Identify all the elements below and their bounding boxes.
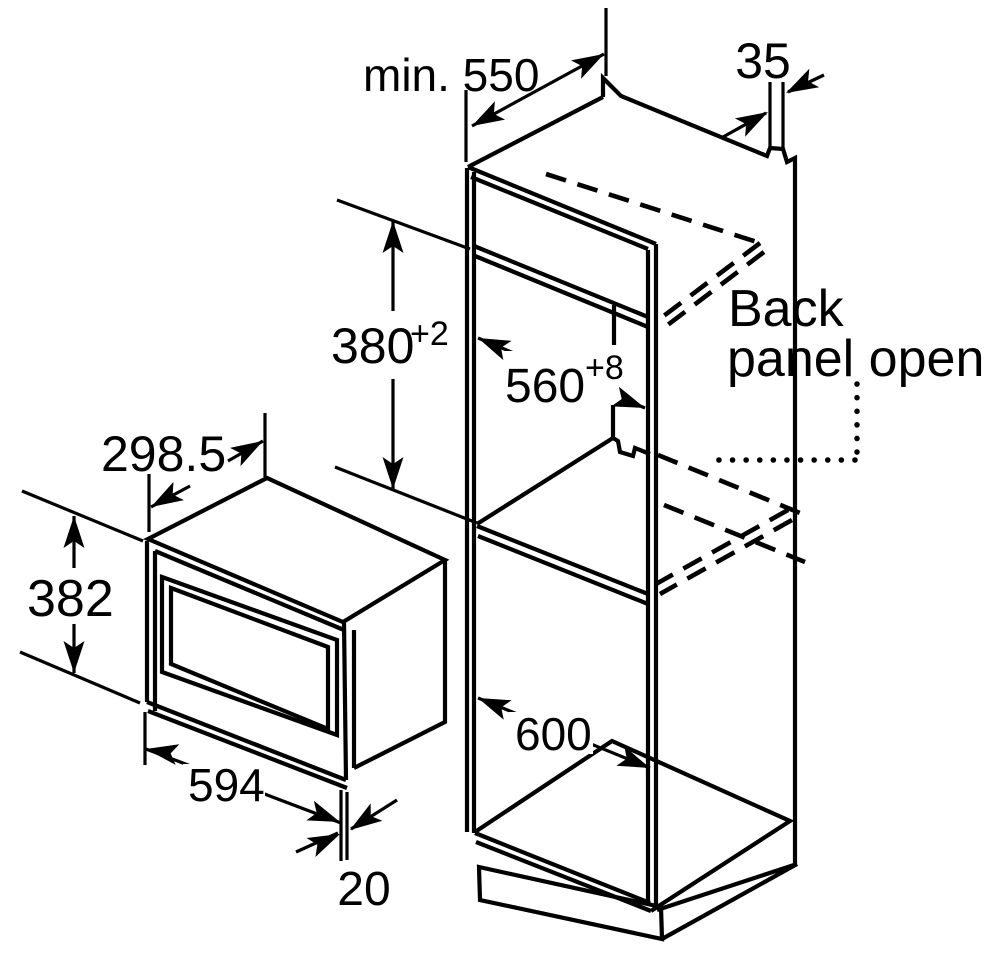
- label-niche-height: 380: [331, 318, 414, 374]
- niche-ceiling-front-edge-lower: [474, 254, 649, 329]
- arrow-35-right: [786, 68, 820, 93]
- label-niche-width: 560: [505, 360, 585, 413]
- dimension-labels: min. 550 35 380 +2 560 +8 Back panel ope…: [27, 33, 984, 916]
- opening-right-edge-dashed-b: [663, 250, 766, 329]
- cabinet-rear-outline: [600, 72, 798, 864]
- shelf-front-edge-bottom: [477, 534, 649, 606]
- arrow-600-left: [478, 698, 512, 720]
- label-appliance-width: 594: [188, 759, 265, 811]
- cabinet-top-left-edge: [467, 95, 604, 169]
- label-niche-depth: min. 550: [363, 49, 539, 101]
- label-appliance-height: 382: [27, 570, 114, 628]
- label-niche-height-tolerance: +2: [410, 315, 449, 353]
- shelf-rear-edge-dashed-top: [657, 452, 801, 516]
- arrow-382-down: [63, 641, 85, 673]
- opening-top-edge-dashed: [545, 171, 761, 246]
- label-cabinet-width: 600: [515, 708, 592, 760]
- plinth-right-bottom-edge: [660, 862, 799, 941]
- microwave-door-bottom-edge-lower: [147, 709, 348, 790]
- arrow-550-right: [570, 54, 604, 79]
- arrow-560-left: [478, 338, 512, 361]
- microwave-window-inner-frame: [168, 584, 331, 733]
- arrow-20-left: [306, 834, 340, 858]
- label-back-gap: 35: [735, 33, 791, 89]
- arrow-380-up: [382, 221, 404, 253]
- cabinet-outline: [464, 72, 799, 942]
- shelf-right-edge-dashed-b: [658, 517, 794, 597]
- cabinet-floor-panel: [473, 738, 795, 913]
- shelf-right-edge-dashed-a: [654, 507, 790, 587]
- label-front-clearance: 20: [337, 863, 390, 916]
- shelf-left-edge: [475, 436, 615, 526]
- arrow-600-right: [616, 746, 650, 768]
- label-back-panel-line2: panel open: [727, 330, 984, 388]
- shelf-rear-edge-with-notch: [611, 436, 651, 459]
- arrow-380-down: [382, 457, 404, 489]
- label-appliance-depth: 298.5: [101, 426, 226, 482]
- microwave-door-top-edge-inner: [154, 549, 345, 632]
- arrow-594-left: [146, 744, 180, 765]
- mask-560: [497, 351, 633, 405]
- label-back-panel-line1: Back: [728, 280, 845, 338]
- back-panel-leader: [707, 381, 860, 463]
- shelf-front-edge-top: [476, 524, 649, 596]
- back-panel-opening-hidden-lines: [545, 171, 806, 597]
- niche-ceiling-front-edge: [473, 244, 649, 319]
- mask-594: [183, 764, 265, 804]
- cabinet-top-front-edge-outer: [467, 165, 657, 246]
- opening-right-edge-dashed-a: [659, 241, 762, 320]
- dimension-arrowheads: [63, 54, 820, 858]
- dim-382-ref-bottom: [19, 650, 141, 705]
- microwave-top-face: [143, 475, 450, 625]
- dim-380-ref-bottom: [334, 465, 478, 525]
- arrow-20-right: [350, 803, 383, 830]
- dim-380-ref-top: [336, 198, 471, 251]
- arrow-550-left: [472, 101, 506, 126]
- microwave-window-outer-frame: [159, 574, 340, 738]
- arrow-298-right: [230, 441, 263, 467]
- arrow-35-left: [734, 112, 768, 137]
- cabinet-floor-front-edge-top: [474, 831, 651, 905]
- microwave-door-bottom-edge-upper: [146, 700, 347, 782]
- label-niche-width-tolerance: +8: [585, 349, 624, 387]
- cabinet-top-front-edge-inner: [470, 175, 649, 251]
- shelf-rear-edge-dashed-bottom: [663, 502, 806, 565]
- microwave-outline: [143, 475, 450, 790]
- cabinet-right-bottom-edge: [656, 862, 798, 912]
- microwave-door-right-edge: [341, 621, 349, 781]
- dim-382-ref-top: [21, 489, 144, 543]
- arrow-594-right: [306, 800, 340, 822]
- arrow-298-left: [151, 481, 184, 507]
- arrow-560-right: [611, 386, 645, 408]
- microwave-body-rear-right-and-bottom: [353, 560, 448, 770]
- arrow-382-up: [63, 516, 85, 548]
- mask-600: [509, 712, 593, 754]
